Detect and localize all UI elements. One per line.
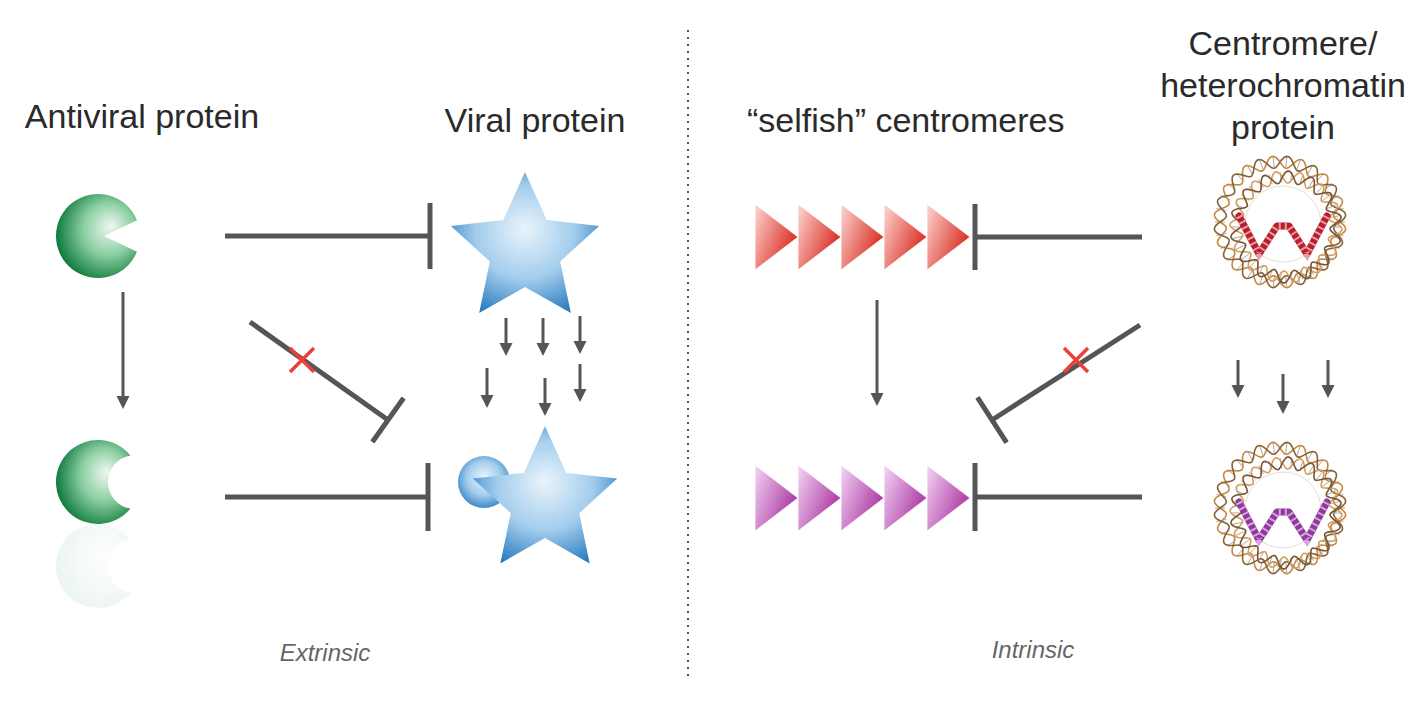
- centromere-repeat: [798, 465, 841, 531]
- arrow: [542, 318, 545, 352]
- dna-base-pair: [1316, 472, 1323, 479]
- dna-base-pair: [1260, 160, 1263, 170]
- panel-label: Intrinsic: [883, 635, 1183, 665]
- viral-protein-shape: [451, 172, 599, 313]
- antiviral-protein: Antiviral protein: [52, 190, 144, 282]
- dna-base-pair: [1322, 481, 1330, 487]
- dna-strand: [1214, 156, 1345, 287]
- arrow: [876, 300, 879, 402]
- dna-strand: [1231, 171, 1341, 283]
- histone-helix: [1239, 502, 1327, 540]
- dna-strand: [1230, 458, 1342, 568]
- inhibition-line: [225, 463, 428, 531]
- dna-strand: [1214, 442, 1345, 573]
- viral-protein: Viral protein: [440, 168, 610, 333]
- centromere-repeat: [798, 204, 841, 270]
- histone-helix-coil: [1239, 216, 1327, 254]
- node-shape: [752, 203, 972, 271]
- antiviral-protein-shape: [56, 194, 137, 278]
- dna-strand: [1230, 172, 1342, 282]
- centromere-repeat: [884, 465, 927, 531]
- node-shape: [440, 168, 610, 333]
- dna-base-pair: [1242, 253, 1250, 259]
- centromere-repeat: [755, 204, 798, 270]
- inhibition-connector: [975, 204, 1142, 270]
- node-shape: [1208, 152, 1358, 292]
- dna-base-pair: [1273, 443, 1274, 453]
- dna-base-pair: [1249, 260, 1256, 267]
- arrow: [122, 292, 125, 405]
- dna-base-pair: [1297, 160, 1300, 170]
- inhibition-line: [977, 325, 1140, 443]
- heading: Centromere/ heterochromatin protein: [1153, 22, 1413, 148]
- histone-helix: [1239, 216, 1327, 254]
- centromere-repeat: [927, 204, 970, 270]
- dna-base-pair: [1316, 186, 1323, 193]
- blocked-cross: [1064, 348, 1088, 372]
- dna-strand: [1214, 156, 1345, 287]
- centromere-repeat: [841, 465, 884, 531]
- panel-label: Extrinsic: [175, 638, 475, 668]
- dna-base-pair: [1242, 539, 1250, 545]
- arrow: [1327, 360, 1330, 394]
- dna-strand: [1214, 442, 1345, 573]
- histone-helix-coil: [1239, 502, 1327, 540]
- centromere-repeat: [755, 465, 798, 531]
- heading: “selfish” centromeres: [747, 99, 1107, 141]
- arrow: [1282, 374, 1285, 410]
- centromere-repeat: [841, 204, 884, 270]
- label-holder: Intrinsic: [883, 635, 1183, 665]
- centromere-protein: Centromere/ heterochromatin protein: [1208, 152, 1358, 292]
- dna-base-pair: [1249, 546, 1256, 553]
- dna-base-pair: [1286, 443, 1287, 453]
- arrow: [579, 364, 582, 398]
- blocked-cross: [290, 348, 314, 372]
- arrow: [579, 316, 582, 350]
- dna-base-pair: [1273, 157, 1274, 167]
- heading: Viral protein: [410, 99, 660, 141]
- reflection: [56, 524, 130, 608]
- dna-base-pair: [1286, 157, 1287, 167]
- inhibition-line: [250, 322, 404, 442]
- arrow: [486, 368, 489, 404]
- arrow: [505, 318, 508, 352]
- adapted-antiviral-protein: [56, 440, 130, 524]
- inhibition-line: [975, 463, 1142, 531]
- heading: Antiviral protein: [7, 95, 277, 137]
- dna-base-pair: [1260, 446, 1263, 456]
- centromere-repeat: [884, 204, 927, 270]
- label-holder: Extrinsic: [175, 638, 475, 668]
- dna-base-pair: [1322, 195, 1330, 201]
- mutated-viral-protein: [473, 426, 618, 563]
- divider: [687, 30, 689, 680]
- selfish-centromere: “selfish” centromeres: [752, 203, 972, 271]
- node-shape: [52, 190, 144, 282]
- arrow: [1237, 360, 1240, 394]
- centromere-repeat: [927, 465, 970, 531]
- dna-base-pair: [1297, 446, 1300, 456]
- dna-strand: [1231, 457, 1341, 569]
- arrow: [544, 378, 547, 412]
- inhibition-connector: [225, 203, 430, 269]
